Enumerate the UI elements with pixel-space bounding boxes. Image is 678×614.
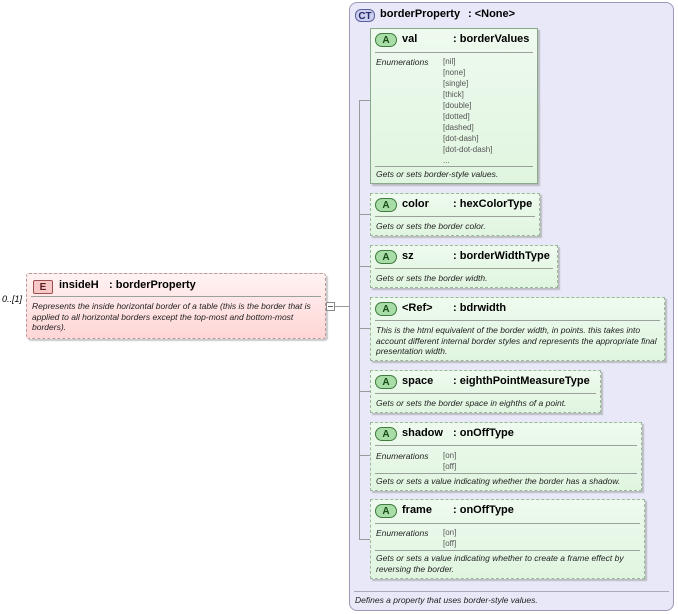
attribute-badge: A: [375, 427, 397, 441]
enum-value: [off]: [443, 539, 457, 548]
enum-value: [off]: [443, 462, 457, 471]
attribute-sz[interactable]: A sz : borderWidthType Gets or sets the …: [370, 245, 558, 288]
attribute-description: Gets or sets a value indicating whether …: [376, 553, 624, 574]
attribute-divider: [375, 320, 660, 321]
attribute-divider: [375, 268, 553, 269]
attribute-description: Gets or sets border-style values.: [376, 169, 499, 179]
enumeration-list: [on] [off]: [443, 527, 456, 549]
attribute-badge: A: [375, 375, 397, 389]
attribute-name: sz: [402, 250, 414, 262]
attribute-type: : borderWidthType: [453, 250, 550, 262]
complex-type-divider: [354, 591, 669, 592]
enum-value: [on]: [443, 528, 457, 537]
branch-ref: [359, 328, 370, 329]
enum-value: [single]: [443, 79, 469, 88]
attribute-badge: A: [375, 33, 397, 47]
attribute-type: : onOffType: [453, 504, 514, 516]
attribute-badge: A: [375, 198, 397, 212]
attribute-shadow[interactable]: A shadow : onOffType Enumerations [on] […: [370, 422, 642, 491]
enum-value: [nil]: [443, 57, 456, 66]
branch-frame: [359, 539, 370, 540]
branch-val: [359, 100, 370, 101]
enum-value: [dotted]: [443, 112, 470, 121]
attribute-name: shadow: [402, 427, 443, 439]
attribute-description: Gets or sets the border space in eighths…: [376, 398, 567, 408]
enumerations-label: Enumerations: [376, 528, 429, 538]
attribute-divider: [375, 52, 533, 53]
enum-value: [none]: [443, 68, 466, 77]
attribute-description: Gets or sets the border width.: [376, 273, 488, 283]
attribute-divider: [375, 523, 640, 524]
connector-line: [326, 306, 358, 307]
attribute-type: : onOffType: [453, 427, 514, 439]
attribute-type: : bdrwidth: [453, 302, 507, 314]
attribute-divider: [375, 166, 533, 167]
complex-type-type: : <None>: [468, 8, 516, 20]
enumerations-label: Enumerations: [376, 451, 429, 461]
attribute-description: This is the html equivalent of the borde…: [376, 325, 657, 356]
attribute-divider: [375, 550, 640, 551]
attribute-type: : eighthPointMeasureType: [453, 375, 590, 387]
attribute-divider: [375, 473, 637, 474]
attribute-name: val: [402, 33, 418, 45]
complex-type-description: Defines a property that uses border-styl…: [355, 595, 538, 605]
enum-value: [dot-dash]: [443, 134, 479, 143]
element-name: insideH: [59, 279, 99, 291]
attribute-type: : hexColorType: [453, 198, 533, 210]
branch-space: [359, 391, 370, 392]
attribute-divider: [375, 393, 596, 394]
enum-value: [on]: [443, 451, 457, 460]
attribute-divider: [375, 445, 637, 446]
attribute-description: Gets or sets a value indicating whether …: [376, 476, 621, 486]
enum-value: ...: [443, 156, 450, 165]
enum-value: [double]: [443, 101, 472, 110]
enum-value: [thick]: [443, 90, 464, 99]
attribute-type: : borderValues: [453, 33, 530, 45]
attribute-frame[interactable]: A frame : onOffType Enumerations [on] [o…: [370, 499, 645, 579]
attribute-name: <Ref>: [402, 302, 433, 314]
enumeration-list: [nil] [none] [single] [thick] [double] […: [443, 56, 492, 166]
element-description: Represents the inside horizontal border …: [32, 301, 311, 332]
attribute-tree-line: [359, 100, 360, 540]
enumeration-list: [on] [off]: [443, 450, 456, 472]
attribute-divider: [375, 216, 535, 217]
attribute-val[interactable]: A val : borderValues Enumerations [nil] …: [370, 28, 538, 184]
attribute-badge: A: [375, 250, 397, 264]
branch-sz: [359, 266, 370, 267]
complex-type-badge: CT: [355, 9, 375, 22]
attribute-badge: A: [375, 302, 397, 316]
branch-shadow: [359, 455, 370, 456]
enum-value: [dot-dot-dash]: [443, 145, 493, 154]
enum-value: [dashed]: [443, 123, 474, 132]
element-type: : borderProperty: [109, 279, 196, 291]
attribute-description: Gets or sets the border color.: [376, 221, 486, 231]
attribute-badge: A: [375, 504, 397, 518]
complex-type-name: borderProperty: [380, 8, 461, 20]
attribute-ref-bdrwidth[interactable]: A <Ref> : bdrwidth This is the html equi…: [370, 297, 665, 361]
attribute-name: frame: [402, 504, 432, 516]
element-inside-h[interactable]: E insideH : borderProperty Represents th…: [26, 273, 326, 339]
attribute-color[interactable]: A color : hexColorType Gets or sets the …: [370, 193, 540, 236]
attribute-space[interactable]: A space : eighthPointMeasureType Gets or…: [370, 370, 601, 413]
enumerations-label: Enumerations: [376, 57, 429, 67]
attribute-name: space: [402, 375, 434, 387]
expand-collapse-icon[interactable]: [326, 302, 335, 311]
attribute-name: color: [402, 198, 429, 210]
element-divider: [31, 296, 321, 297]
element-badge: E: [33, 280, 53, 294]
multiplicity-label: 0..[1]: [2, 294, 23, 304]
branch-color: [359, 214, 370, 215]
